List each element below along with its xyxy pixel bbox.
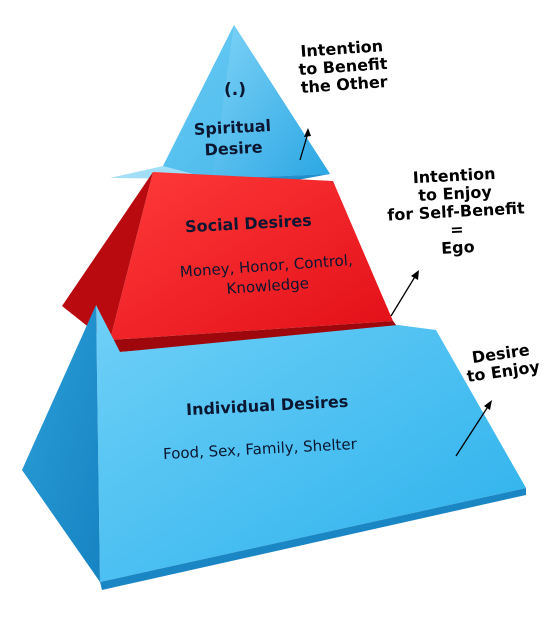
spiritual-desire-label: Spiritual Desire <box>193 116 272 160</box>
pyramid-bottom-tier <box>22 305 526 590</box>
annotation-arrows <box>299 128 492 457</box>
pyramid-top-tier <box>110 25 330 180</box>
pyramid-middle-tier <box>62 172 400 352</box>
annotation-ego: Intention to Enjoy for Self-Benefit = Eg… <box>386 163 526 258</box>
annotation-benefit-other: Intention to Benefit the Other <box>297 36 389 97</box>
spiritual-symbol: (.) <box>224 80 246 100</box>
